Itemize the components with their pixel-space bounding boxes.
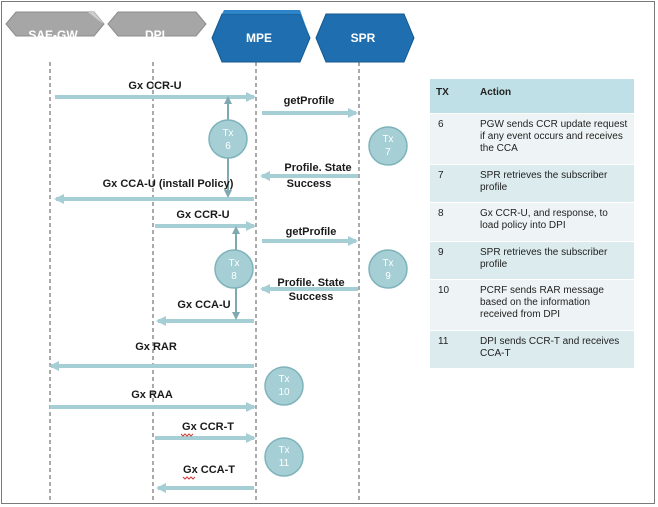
- table-cell-action: DPI sends CCR-T and receives CCA-T: [474, 329, 634, 368]
- table-row: 8 Gx CCR-U, and response, to load policy…: [430, 201, 634, 241]
- spellcheck-mark-cca-t: [182, 476, 196, 480]
- table-cell-tx: 6: [430, 112, 474, 164]
- entity-label-mpe: MPE: [246, 31, 272, 45]
- table-row: 6 PGW sends CCR update request if any ev…: [430, 112, 634, 164]
- entity-mpe: MPE: [211, 10, 311, 63]
- table-header-action: Action: [474, 79, 634, 114]
- tx-action-table: TX Action 6 PGW sends CCR update request…: [430, 79, 634, 368]
- tx-circle-9: Tx 9: [368, 249, 408, 289]
- table-cell-action: SPR retrieves the subscriber profile: [474, 240, 634, 279]
- table-cell-action: PCRF sends RAR message based on the info…: [474, 278, 634, 330]
- tx-circle-9-line2: 9: [385, 271, 391, 282]
- message-label-getprofile-1: getProfile: [284, 95, 335, 107]
- entity-spr: SPR: [315, 13, 415, 63]
- tx-circle-11-line2: 11: [279, 458, 290, 469]
- message-label-gx-ccr-t: Gx CCR-T: [182, 421, 234, 433]
- tx-circle-7: Tx 7: [368, 126, 408, 166]
- table-header-row: TX Action: [430, 79, 634, 114]
- tx-circle-6-line2: 6: [225, 141, 231, 152]
- tx-circle-10-line2: 10: [278, 387, 290, 398]
- tx-circle-11-line1: Tx: [278, 445, 289, 456]
- message-label-profile-state-1: Profile. State: [284, 162, 351, 174]
- tx-circle-8: Tx 8: [214, 249, 254, 289]
- tx-circle-10: Tx 10: [264, 366, 304, 406]
- spellcheck-marks: [180, 433, 196, 480]
- tx-circle-11: Tx 11: [264, 437, 304, 477]
- tx-circle-10-line1: Tx: [278, 374, 289, 385]
- spellcheck-mark-ccr-t: [180, 433, 194, 437]
- table-cell-action: Gx CCR-U, and response, to load policy i…: [474, 201, 634, 241]
- table-cell-tx: 11: [430, 329, 474, 368]
- message-label-gx-cca-t: Gx CCA-T: [183, 464, 235, 476]
- message-label-gx-ccr-u-2: Gx CCR-U: [176, 209, 229, 221]
- entity-label-sae-gw: SAE-GW: [28, 28, 78, 42]
- tx-circle-8-line2: 8: [231, 271, 237, 282]
- message-label-gx-cca-u-2: Gx CCA-U: [177, 299, 230, 311]
- tx-circle-7-line1: Tx: [382, 134, 393, 145]
- table-cell-tx: 10: [430, 278, 474, 330]
- table-row: 9 SPR retrieves the subscriber profile: [430, 240, 634, 279]
- table-cell-action: SPR retrieves the subscriber profile: [474, 163, 634, 202]
- tx-circle-9-line1: Tx: [382, 258, 393, 269]
- table-cell-tx: 9: [430, 240, 474, 279]
- entity-sae-gw: SAE-GW: [5, 11, 105, 42]
- message-label-gx-ccr-u-1: Gx CCR-U: [128, 80, 181, 92]
- table-cell-tx: 7: [430, 163, 474, 202]
- entity-label-dpi: DPI: [145, 28, 165, 42]
- message-label-getprofile-2: getProfile: [286, 226, 337, 238]
- tx-circle-6: Tx 6: [208, 119, 248, 159]
- message-label-gx-cca-u-1: Gx CCA-U (install Policy): [103, 178, 234, 190]
- table-row: 10 PCRF sends RAR message based on the i…: [430, 278, 634, 330]
- table-row: 7 SPR retrieves the subscriber profile: [430, 163, 634, 202]
- message-label-gx-rar: Gx RAR: [135, 341, 177, 353]
- table-cell-tx: 8: [430, 201, 474, 241]
- message-label-success-1: Success: [287, 178, 332, 190]
- tx-circle-6-line1: Tx: [222, 128, 233, 139]
- table-row: 11 DPI sends CCR-T and receives CCA-T: [430, 329, 634, 368]
- entity-label-spr: SPR: [351, 31, 376, 45]
- message-label-success-2: Success: [289, 291, 334, 303]
- tx-circle-8-line1: Tx: [228, 258, 239, 269]
- message-label-profile-state-2: Profile. State: [277, 277, 344, 289]
- entity-dpi: DPI: [107, 11, 207, 42]
- tx-circle-7-line2: 7: [385, 147, 391, 158]
- table-header-tx: TX: [430, 79, 474, 114]
- lifelines: [49, 62, 360, 500]
- table-cell-action: PGW sends CCR update request if any even…: [474, 112, 634, 164]
- message-label-gx-raa: Gx RAA: [131, 389, 173, 401]
